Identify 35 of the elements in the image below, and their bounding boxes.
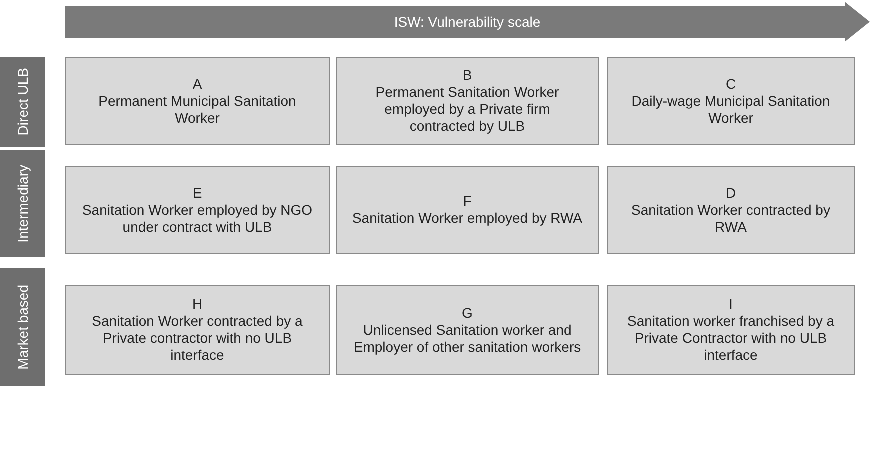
category-letter: E	[192, 184, 202, 202]
category-description: Permanent Sanitation Worker employed by a Private firm contracted by ULB	[374, 84, 560, 135]
category-box	[336, 285, 599, 375]
category-description: Permanent Municipal Sanitation Worker	[98, 92, 298, 126]
category-box	[607, 57, 855, 145]
category-box	[65, 285, 330, 375]
category-letter: H	[192, 296, 203, 313]
category-box	[336, 57, 599, 145]
category-box	[607, 166, 855, 254]
row-header-label: Direct ULB	[14, 68, 30, 136]
category-letter: A	[192, 76, 202, 92]
category-description: Sanitation Worker contracted by RWA	[630, 202, 832, 236]
category-description: Sanitation worker franchised by a Private Contractor with no ULB interface	[626, 313, 836, 364]
category-box	[65, 166, 330, 254]
category-letter: C	[726, 76, 736, 92]
category-box	[336, 166, 599, 254]
category-description: Sanitation Worker employed by RWA	[352, 210, 583, 227]
category-letter: I	[729, 296, 733, 313]
category-description: Unlicensed Sanitation worker and Employer of other sanitation workers	[352, 322, 582, 356]
category-description: Daily-wage Municipal Sanitation Worker	[630, 92, 832, 126]
row-header-label: Market based	[14, 284, 30, 370]
category-letter: G	[462, 304, 473, 322]
category-description: Sanitation Worker contracted by a Private contractor with no ULB interface	[91, 313, 304, 364]
scale-label: ISW: Vulnerability scale	[394, 14, 541, 30]
scale-arrow	[65, 2, 870, 42]
category-letter: B	[462, 67, 472, 84]
category-box	[65, 57, 330, 145]
row-header-band	[0, 150, 45, 257]
category-letter: D	[726, 184, 736, 202]
category-description: Sanitation Worker employed by NGO under contract with ULB	[81, 202, 314, 236]
row-header-band	[0, 268, 45, 386]
category-box	[607, 285, 855, 375]
row-header-band	[0, 57, 45, 147]
category-letter: F	[463, 193, 472, 210]
row-header-label: Intermediary	[14, 164, 30, 242]
